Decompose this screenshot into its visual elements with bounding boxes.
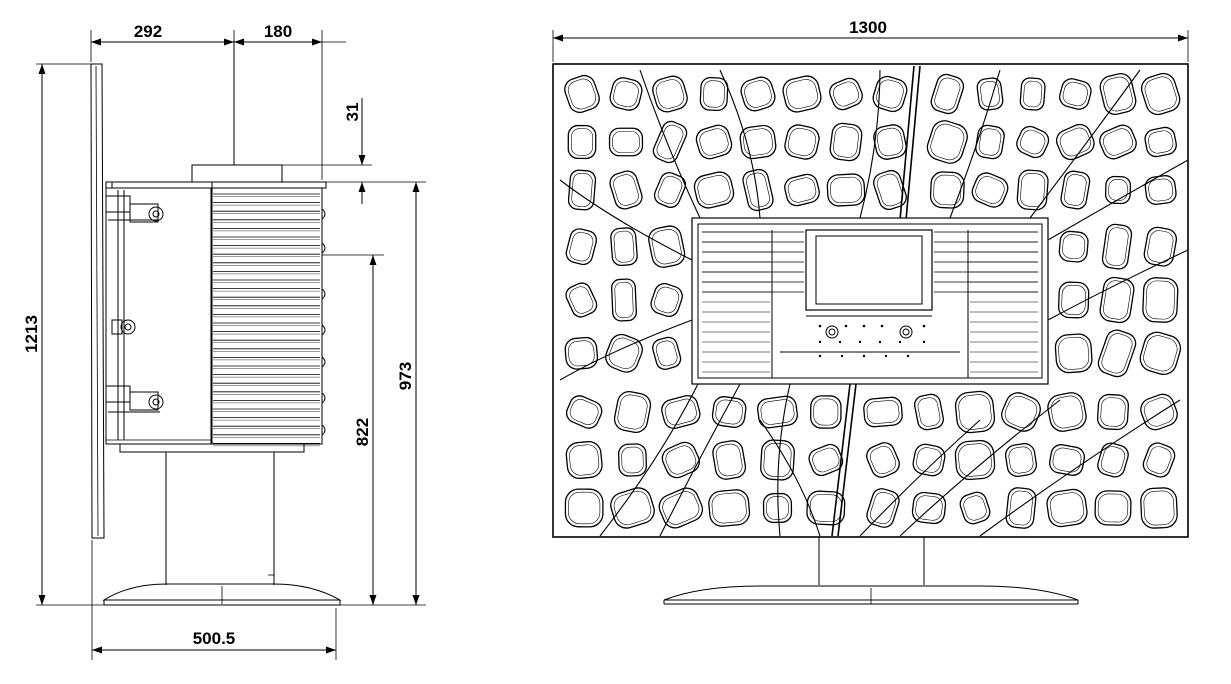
stove-top [111, 40, 327, 189]
dimension-180: 180 [234, 22, 346, 180]
dim-label-1213: 1213 [22, 315, 41, 353]
dim-label-500-5: 500.5 [193, 629, 236, 648]
panel-split-bottom [837, 383, 857, 537]
front-panel-profile [90, 63, 105, 539]
dim-label-973: 973 [396, 362, 415, 390]
control-knob-left [825, 325, 839, 339]
stove-front-body [691, 217, 1049, 385]
dim-label-292: 292 [134, 22, 162, 41]
front-stand [663, 537, 1079, 605]
dimension-31: 31 [282, 98, 372, 204]
stand-pillar [165, 452, 275, 585]
dim-label-1300: 1300 [849, 18, 887, 37]
mounting-frame [105, 181, 213, 445]
tree-lattice-pattern [559, 69, 1189, 537]
fire-window [805, 229, 933, 311]
ribbed-body [210, 187, 326, 447]
dimension-973: 973 [372, 181, 426, 606]
control-knob-right [899, 325, 913, 339]
decorative-panel [552, 63, 1189, 538]
dimension-1213: 1213 [22, 63, 104, 606]
bottom-plate [119, 443, 305, 453]
dim-label-822: 822 [353, 418, 372, 446]
dimension-500-5: 500.5 [91, 540, 337, 660]
dimension-822: 822 [322, 254, 384, 606]
dim-label-31: 31 [343, 103, 362, 122]
dim-label-180: 180 [264, 22, 292, 41]
panel-split-top [905, 65, 921, 221]
front-view: 1300 [552, 18, 1189, 605]
dimension-292: 292 [90, 22, 235, 62]
side-view: 292 180 31 1213 822 [22, 22, 426, 660]
dimension-1300: 1300 [552, 18, 1189, 62]
stand-base [102, 583, 342, 606]
